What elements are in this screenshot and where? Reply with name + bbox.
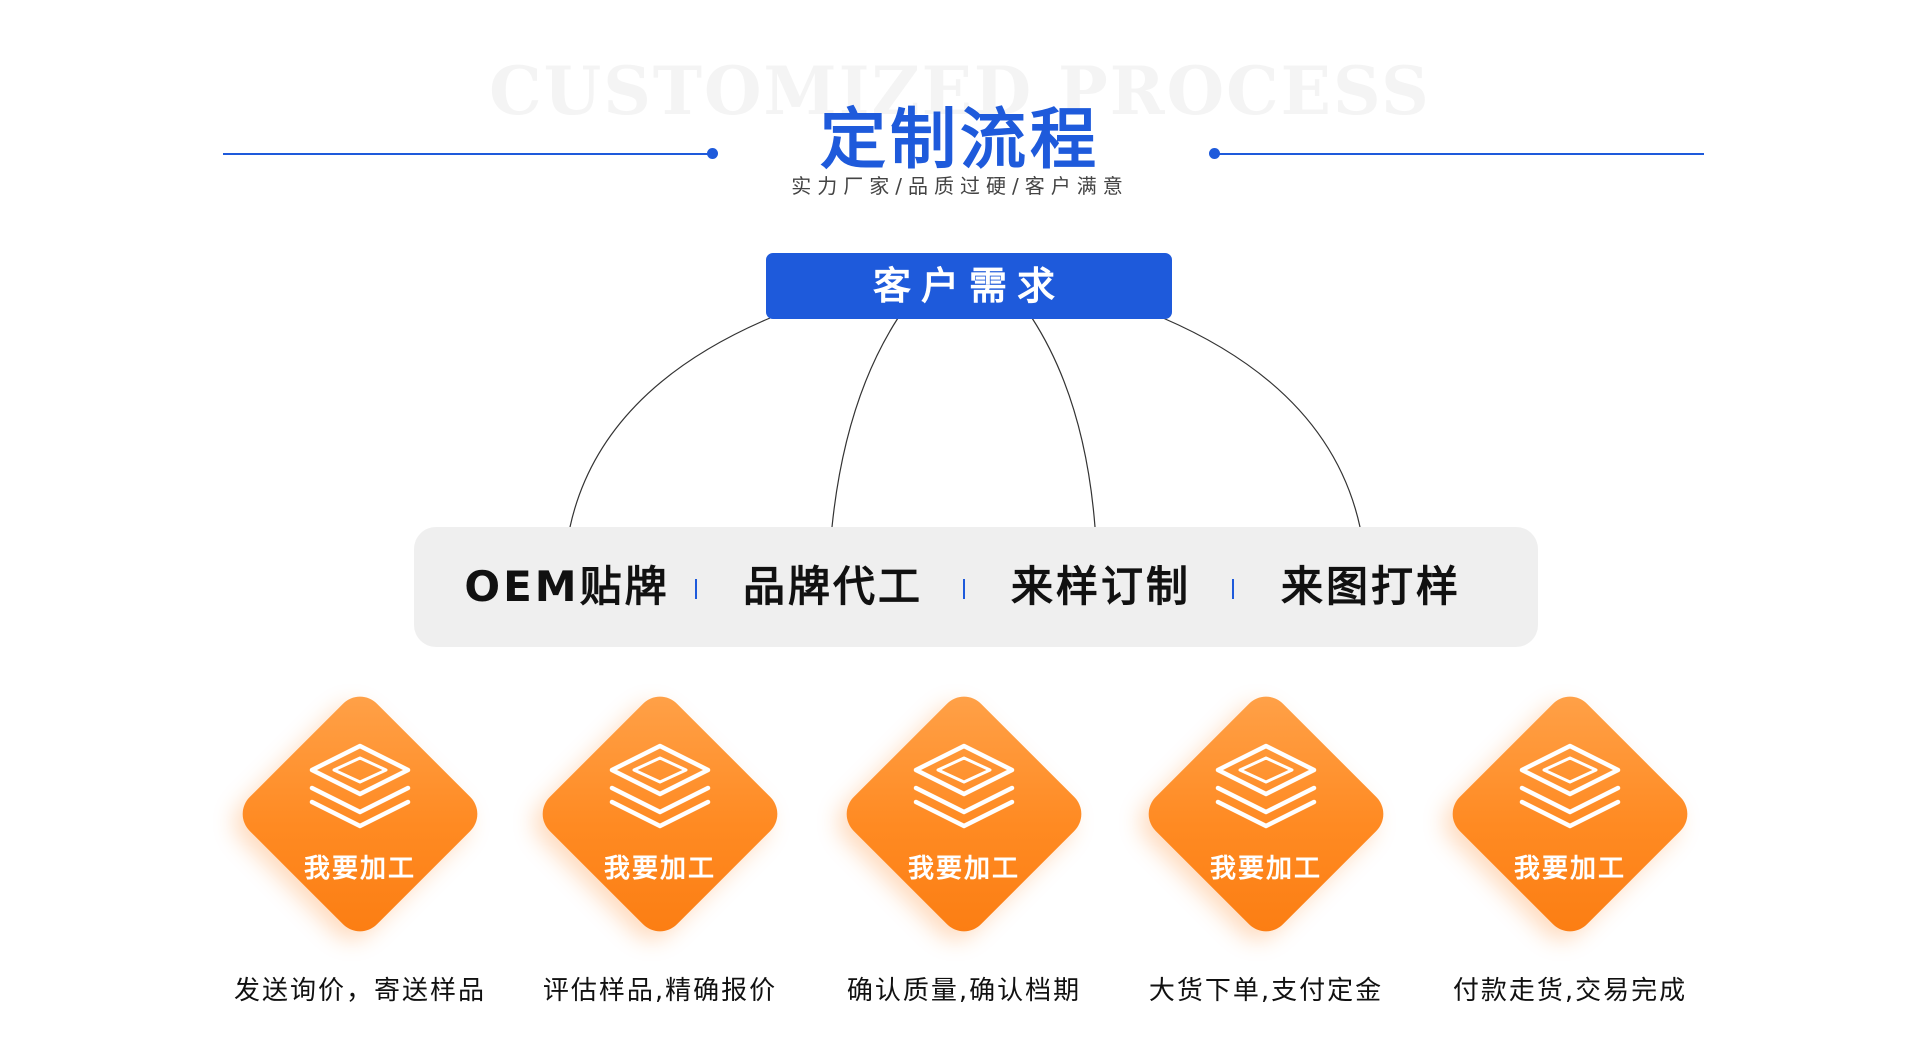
layers-icon (1215, 743, 1317, 829)
option-sample-custom: 来样订制 (1010, 562, 1191, 611)
step-label: 我要加工 (303, 854, 416, 884)
step-5[interactable]: 我要加工 (1442, 686, 1698, 942)
step-label: 我要加工 (1209, 854, 1322, 884)
layers-icon (1519, 743, 1621, 829)
step-4[interactable]: 我要加工 (1138, 686, 1394, 942)
right-divider-dot (1209, 148, 1220, 159)
step-2-description: 评估样品,精确报价 (542, 976, 778, 1006)
layers-icon (913, 743, 1015, 829)
customer-demand-box: 客户需求 (766, 253, 1172, 319)
step-label: 我要加工 (1513, 854, 1626, 884)
step-3-description: 确认质量,确认档期 (846, 976, 1082, 1006)
step-1-description: 发送询价，寄送样品 (233, 976, 486, 1006)
option-separator (963, 579, 965, 599)
step-label: 我要加工 (907, 854, 1020, 884)
step-2[interactable]: 我要加工 (532, 686, 788, 942)
right-divider-line (1218, 153, 1704, 155)
page-title: 定制流程 (820, 101, 1100, 178)
left-divider-dot (707, 148, 718, 159)
header-watermark: CUSTOMIZED PROCESS (489, 52, 1431, 130)
step-label: 我要加工 (603, 854, 716, 884)
step-1[interactable]: 我要加工 (232, 686, 488, 942)
connector-arc-4 (1162, 317, 1361, 528)
step-3[interactable]: 我要加工 (836, 686, 1092, 942)
layers-icon (609, 743, 711, 829)
option-separator (695, 579, 697, 599)
connector-arc-3 (1031, 317, 1096, 528)
connector-arc-1 (569, 317, 771, 528)
connector-arc-2 (831, 317, 899, 528)
page-subtitle: 实力厂家/品质过硬/客户满意 (791, 174, 1129, 198)
option-oem: OEM贴牌 (464, 562, 670, 611)
option-separator (1232, 579, 1234, 599)
layers-icon (309, 743, 411, 829)
option-brand-oem: 品牌代工 (742, 562, 923, 611)
step-5-description: 付款走货,交易完成 (1452, 976, 1688, 1006)
step-4-description: 大货下单,支付定金 (1148, 976, 1384, 1006)
option-drawing-proof: 来图打样 (1280, 562, 1461, 611)
left-divider-line (223, 153, 709, 155)
service-options-bar: OEM贴牌 品牌代工 来样订制 来图打样 (414, 527, 1538, 647)
